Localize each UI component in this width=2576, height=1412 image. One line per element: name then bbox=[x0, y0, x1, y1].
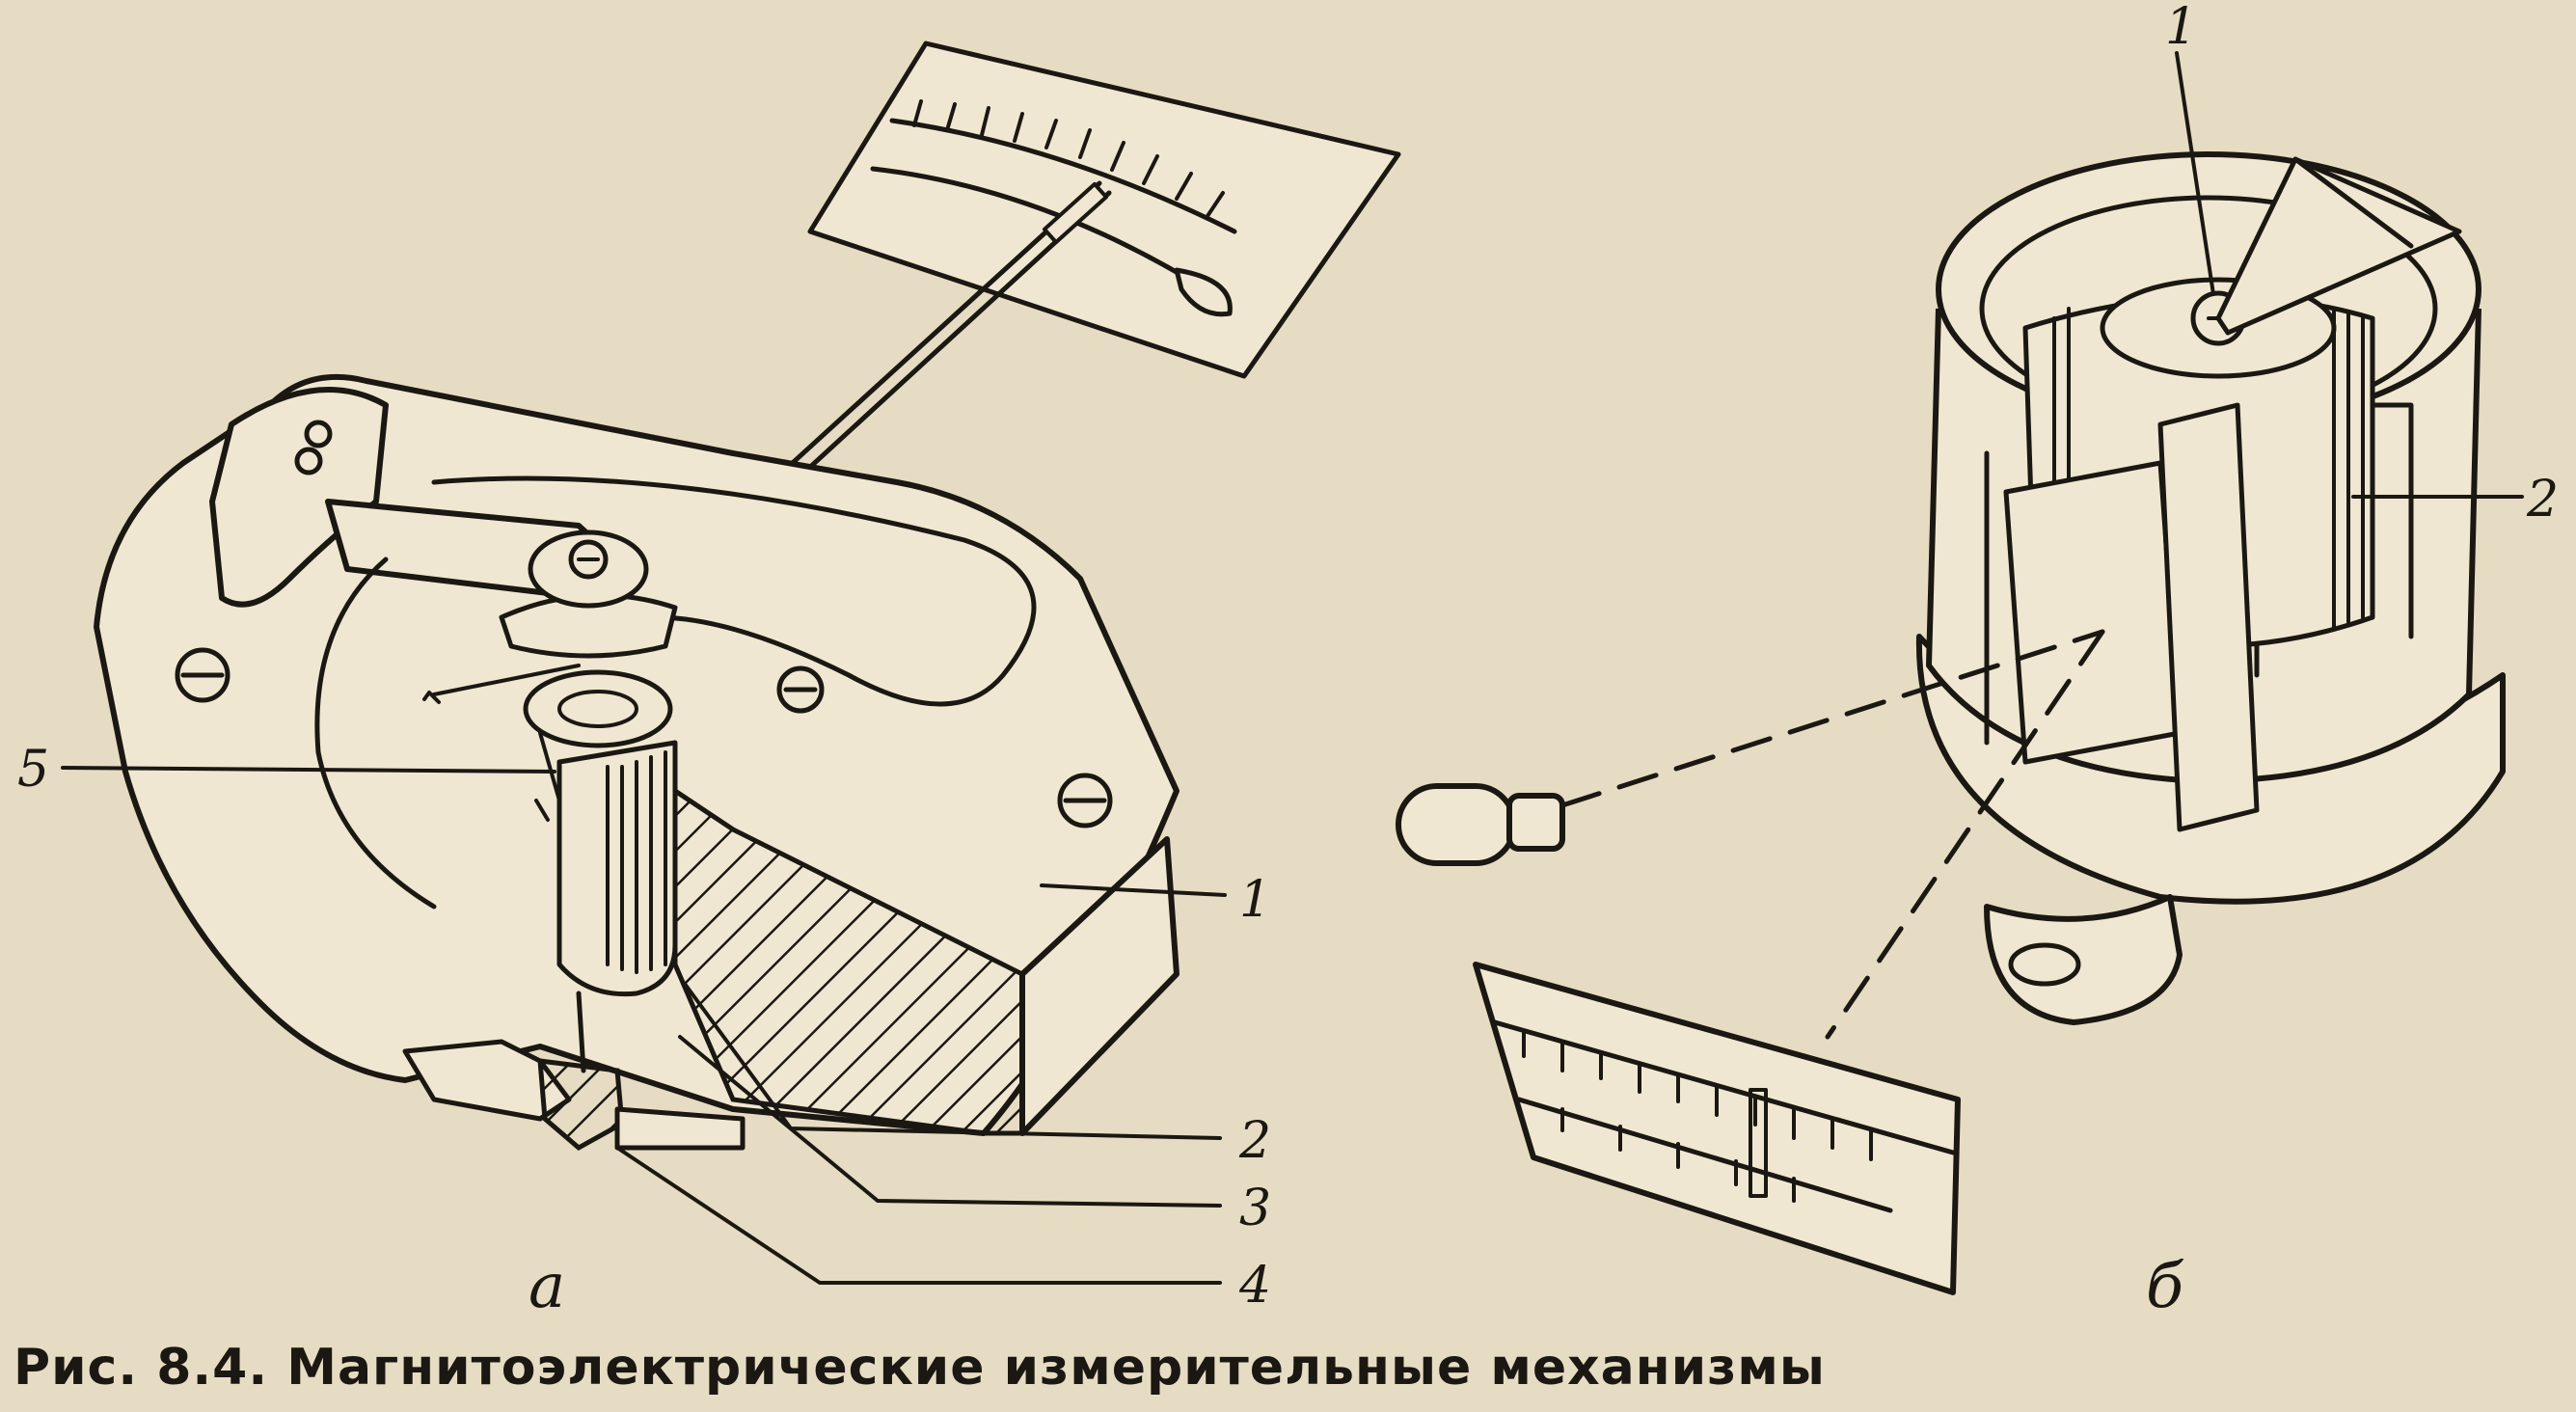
panel-a-callout-4: 4 bbox=[1238, 1257, 1271, 1315]
panel-a-callout-labels: 1 2 3 4 5 bbox=[17, 741, 1271, 1315]
panel-b-leaders bbox=[2175, 51, 2524, 499]
panel-b-coil bbox=[2003, 277, 2375, 832]
panel-a-scale bbox=[807, 41, 1401, 379]
panel-b-scale bbox=[1473, 962, 1961, 1295]
panel-b-callout-labels: 1 2 bbox=[2165, 0, 2559, 529]
panel-b-label: б bbox=[2146, 1251, 2184, 1322]
panel-a-label: а bbox=[529, 1251, 565, 1322]
panel-a-bearing bbox=[402, 991, 746, 1152]
panel-a-leaders bbox=[61, 766, 1227, 1285]
panel-a-callout-3: 3 bbox=[1239, 1180, 1271, 1237]
panel-a-drawing: 1 2 3 4 5 а bbox=[17, 41, 1401, 1322]
panel-a-callout-2: 2 bbox=[1238, 1112, 1271, 1170]
panel-b-callout-2: 2 bbox=[2526, 471, 2559, 529]
panel-a-coil bbox=[523, 669, 678, 997]
panel-b-lamp bbox=[1396, 629, 2105, 1040]
panel-b-callout-1: 1 bbox=[2165, 0, 2197, 56]
panel-a-callout-5: 5 bbox=[17, 741, 49, 799]
panel-b-drawing: 1 2 б bbox=[1396, 0, 2559, 1322]
figure-caption: Рис. 8.4. Магнитоэлектрические измерител… bbox=[14, 1339, 1826, 1397]
panel-b-pointer bbox=[2215, 156, 2462, 336]
panel-a-pivot bbox=[422, 530, 678, 822]
panel-a-callout-1: 1 bbox=[1239, 871, 1271, 929]
